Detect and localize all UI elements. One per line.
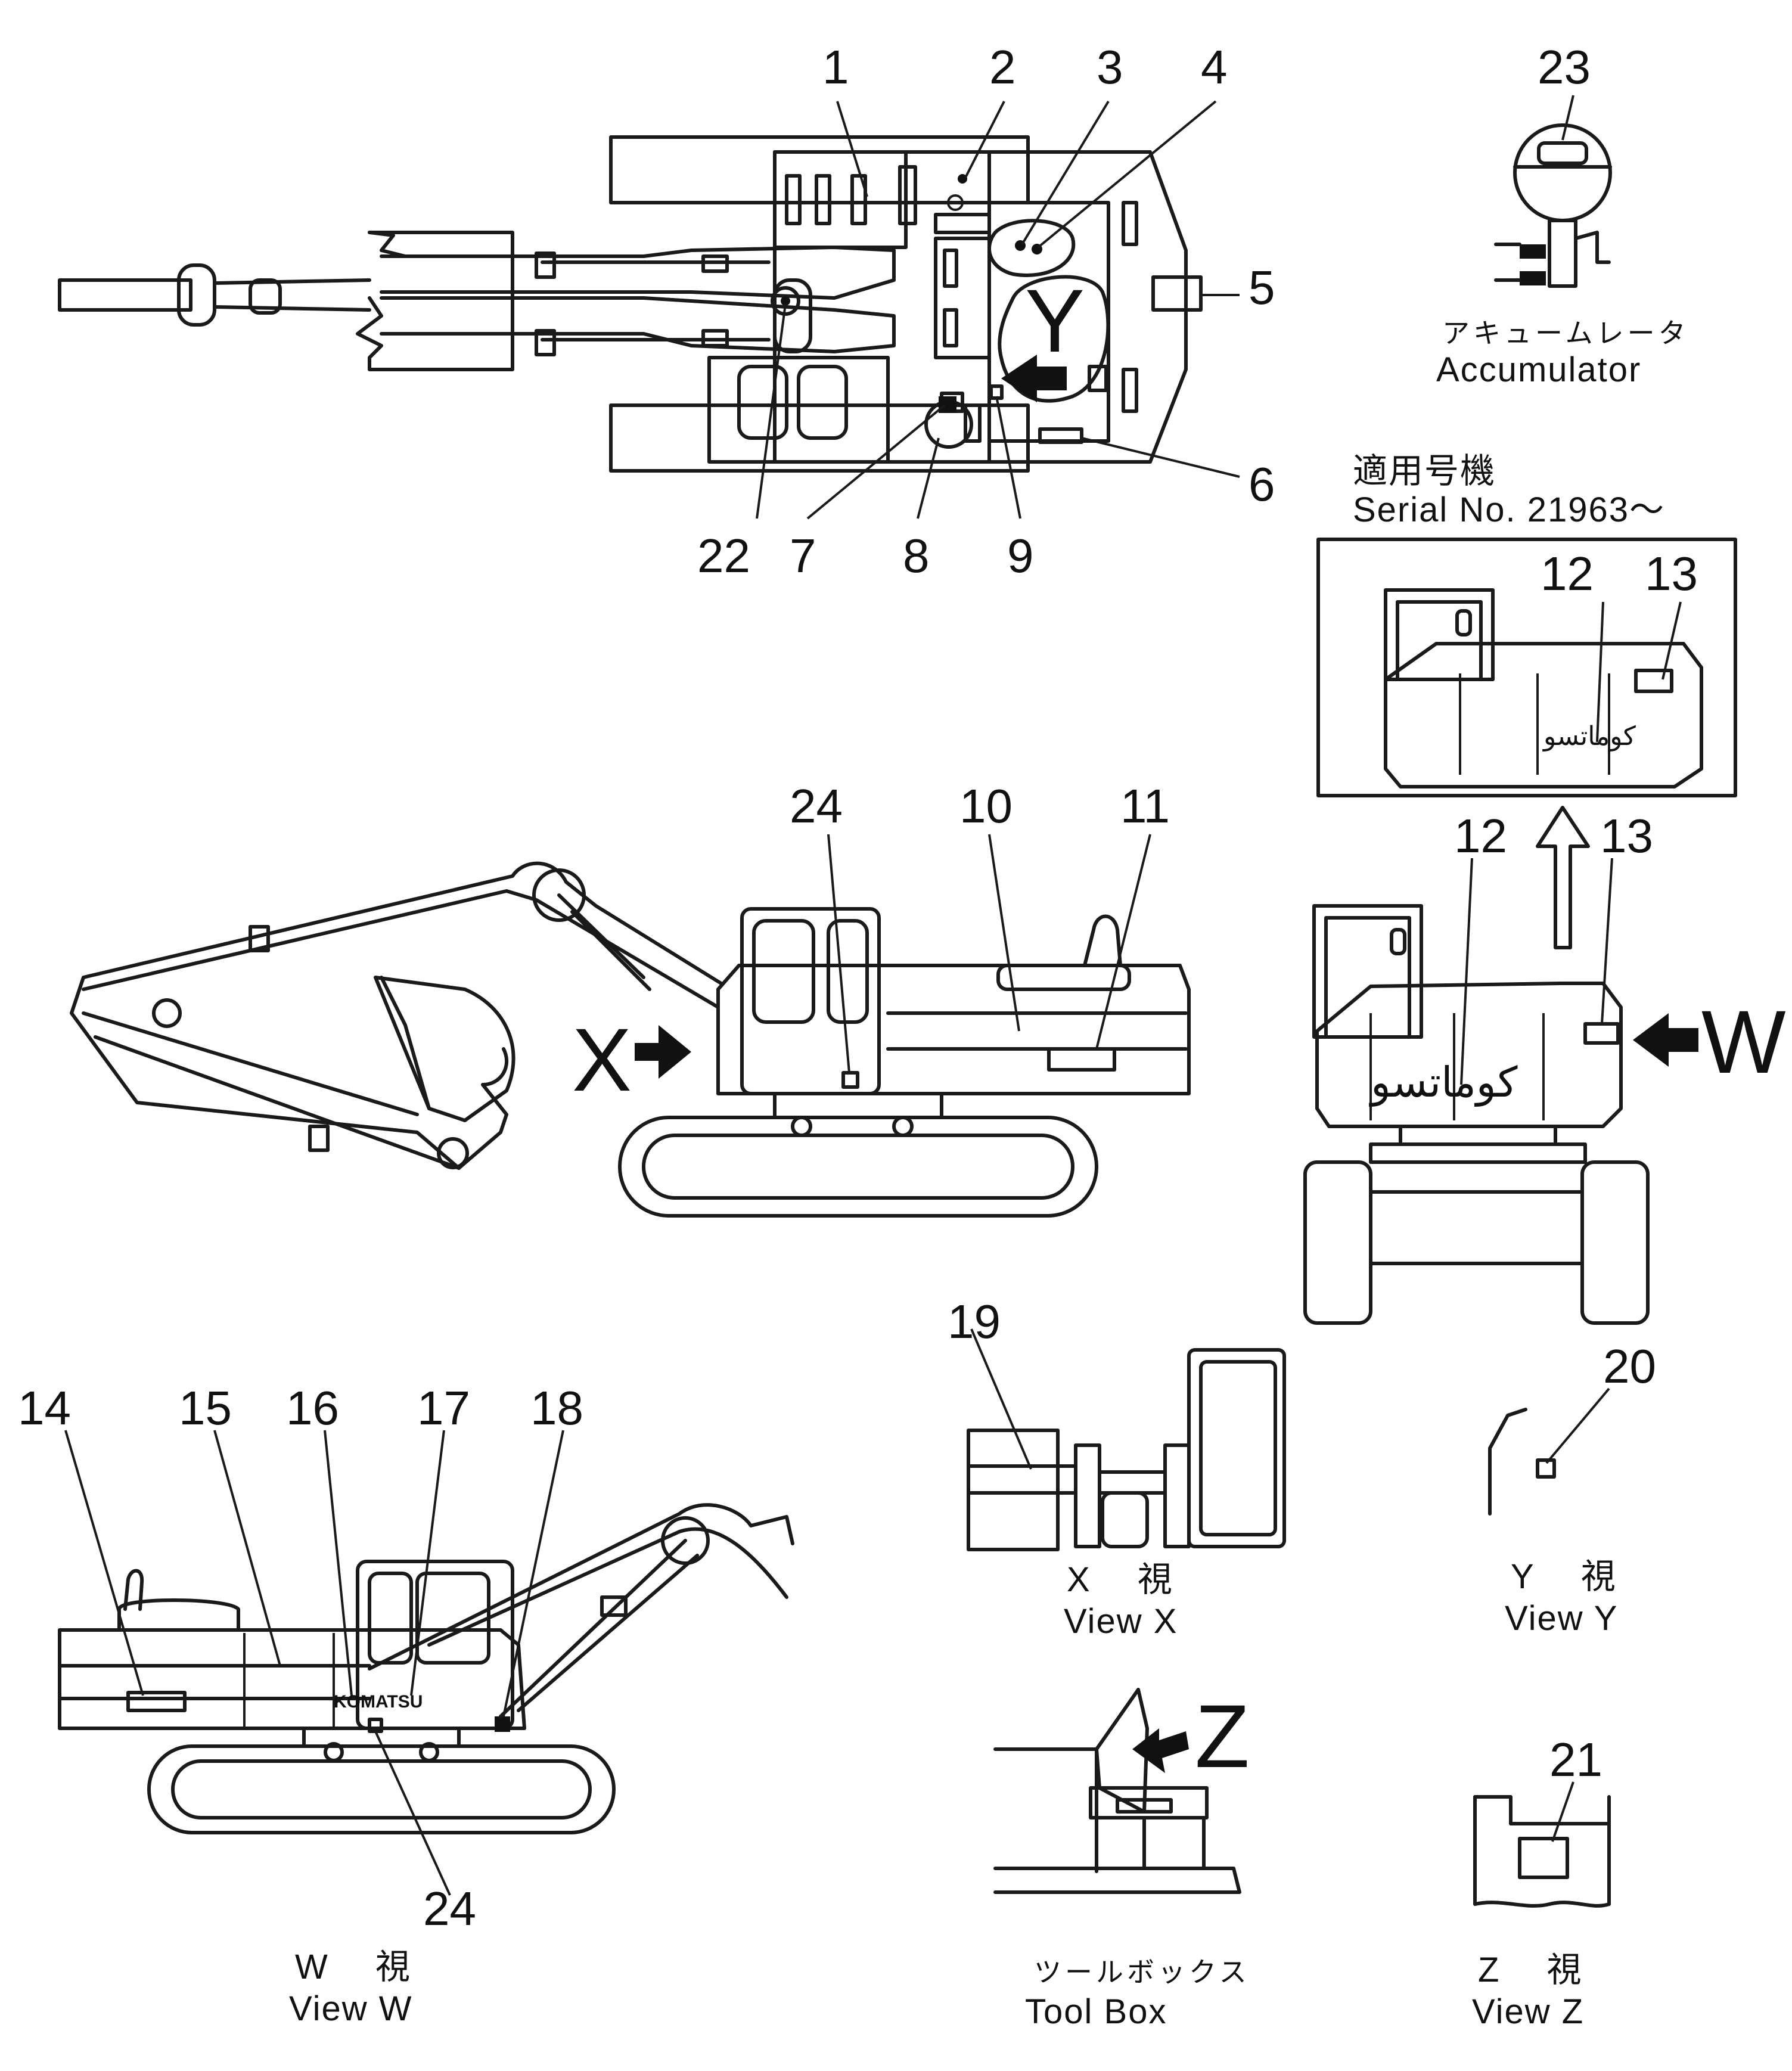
callout-13-front: 13 — [1600, 809, 1653, 862]
view-z-caption-en: View Z — [1472, 1992, 1584, 2031]
callout-11: 11 — [1120, 780, 1170, 833]
view-w — [58, 1430, 794, 1896]
callout-2: 2 — [989, 41, 1016, 94]
callout-16: 16 — [286, 1381, 339, 1435]
callout-21: 21 — [1549, 1733, 1602, 1786]
arabic-decal-inset: كوماتسو — [1542, 722, 1636, 752]
callout-12-inset: 12 — [1541, 547, 1594, 600]
accumulator-label-en: Accumulator — [1436, 350, 1641, 389]
view-z-caption-jp: Z 視 — [1478, 1951, 1583, 1989]
callout-4: 4 — [1201, 41, 1228, 94]
callout-23: 23 — [1538, 41, 1591, 94]
callout-14: 14 — [18, 1381, 71, 1435]
arrow-z — [1132, 1728, 1189, 1773]
accumulator-detail — [1494, 95, 1612, 288]
callout-24-w: 24 — [423, 1882, 476, 1935]
view-z — [1473, 1781, 1611, 1908]
callout-9: 9 — [1007, 529, 1034, 582]
callout-6: 6 — [1249, 458, 1275, 511]
toolbox-caption-jp: ツールボックス — [1034, 1957, 1250, 1988]
callout-5: 5 — [1249, 261, 1275, 314]
callout-7: 7 — [790, 529, 816, 582]
serial-label-jp: 適用号機 — [1353, 452, 1496, 490]
callout-1: 1 — [822, 41, 849, 94]
callout-22: 22 — [697, 529, 750, 582]
view-y-caption-en: View Y — [1505, 1599, 1618, 1638]
view-w-caption-jp: W 視 — [295, 1948, 411, 1986]
callout-17: 17 — [417, 1381, 470, 1435]
view-letter-x: X — [572, 1010, 632, 1110]
arrow-w — [1633, 1013, 1698, 1067]
top-view: Y — [58, 135, 1203, 473]
view-x-caption-en: View X — [1064, 1602, 1178, 1641]
view-w-caption-en: View W — [289, 1989, 413, 2028]
front-view — [1303, 858, 1650, 1325]
serial-label-en: Serial No. 21963～ — [1353, 490, 1665, 529]
arrow-x — [635, 1025, 691, 1079]
callout-20: 20 — [1603, 1340, 1656, 1393]
callout-8: 8 — [903, 529, 930, 582]
view-x-caption-jp: X 視 — [1067, 1560, 1173, 1599]
tool-box-view — [993, 1688, 1241, 1894]
callout-24-side: 24 — [790, 780, 843, 833]
up-arrow — [1536, 806, 1590, 949]
arabic-decal-front: كوماتسو — [1369, 1059, 1518, 1107]
view-letter-w: W — [1701, 992, 1786, 1092]
callout-18: 18 — [530, 1381, 583, 1435]
top-view-leaders — [756, 100, 1240, 520]
toolbox-caption-en: Tool Box — [1025, 1992, 1167, 2031]
brand-decal-w: KOMATSU — [334, 1692, 423, 1712]
callout-12-front: 12 — [1454, 809, 1507, 862]
callout-13-inset: 13 — [1645, 547, 1698, 600]
side-view — [70, 834, 1191, 1218]
serial-inset — [1316, 538, 1737, 797]
callout-10: 10 — [959, 780, 1013, 833]
callout-15: 15 — [179, 1381, 232, 1435]
view-letter-y-top: Y — [1025, 271, 1085, 371]
accumulator-label-jp: アキュームレータ — [1442, 318, 1689, 349]
callout-3: 3 — [1097, 41, 1123, 94]
callout-19: 19 — [948, 1295, 1001, 1348]
view-y — [1488, 1387, 1610, 1516]
view-letter-z: Z — [1195, 1686, 1250, 1786]
view-x — [967, 1328, 1286, 1551]
view-y-caption-jp: Y 視 — [1511, 1557, 1617, 1596]
